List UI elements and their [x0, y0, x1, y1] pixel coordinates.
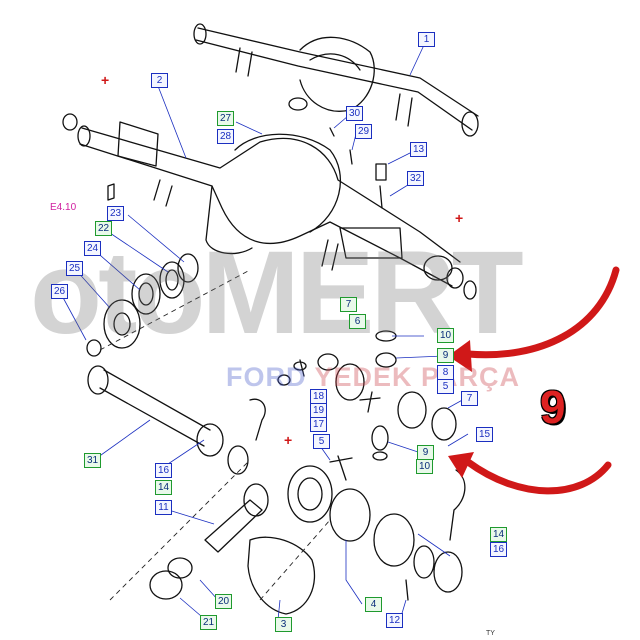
watermark-sub-suffix: YEDEK PARÇA [314, 362, 521, 392]
part-callout: 18 [310, 389, 328, 404]
part-callout: 23 [107, 206, 125, 221]
part-callout: 26 [51, 284, 69, 299]
part-callout: 11 [155, 500, 172, 515]
part-callout: 2 [151, 73, 168, 88]
main-axle-housing [77, 121, 464, 289]
part-callout: 16 [155, 463, 173, 478]
watermark-sub: FORD YEDEK PARÇA [226, 362, 520, 393]
pinion-and-ring-gear [149, 465, 333, 615]
plus-marker: + [101, 72, 110, 88]
part-callout: 20 [215, 594, 233, 609]
part-callout: 13 [410, 142, 428, 157]
reference-label: E4.10 [50, 202, 77, 213]
part-callout: 5 [313, 434, 330, 449]
red-arrows [448, 266, 620, 495]
part-callout: 16 [490, 542, 508, 557]
upper-axle-housing [193, 23, 479, 137]
part-callout: 27 [217, 111, 235, 126]
watermark-sub-prefix: FORD [226, 362, 307, 392]
part-callout: 5 [437, 379, 454, 394]
drive-shaft [87, 365, 249, 475]
part-callout: 9 [437, 348, 454, 363]
part-callout: 17 [310, 417, 328, 432]
differential-carrier [329, 455, 463, 593]
fasteners [107, 127, 409, 601]
part-callout: 8 [437, 365, 454, 380]
part-callout: 19 [310, 403, 328, 418]
part-callout: 3 [275, 617, 292, 632]
part-callout: 6 [349, 314, 366, 329]
part-callout: 10 [437, 328, 455, 343]
part-callout: 4 [365, 597, 382, 612]
part-callout: 28 [217, 129, 235, 144]
trademark-mark: TY [486, 630, 495, 637]
part-callout: 29 [355, 124, 373, 139]
differential-spider-gears [317, 330, 457, 461]
part-callout: 14 [490, 527, 508, 542]
part-callout: 10 [416, 459, 434, 474]
part-callout: 15 [476, 427, 494, 442]
part-callout: 25 [66, 261, 84, 276]
left-hub-bearing-stack [62, 113, 477, 357]
plus-marker: + [284, 432, 293, 448]
plus-marker: + [455, 210, 464, 226]
part-callout: 12 [386, 613, 404, 628]
part-callout: 30 [346, 106, 364, 121]
part-callout: 31 [84, 453, 102, 468]
part-callout: 21 [200, 615, 218, 630]
part-callout: 7 [461, 391, 478, 406]
part-callout: 9 [417, 445, 434, 460]
part-callout: 22 [95, 221, 113, 236]
highlight-number: 9 [540, 381, 566, 433]
part-callout: 7 [340, 297, 357, 312]
part-callout: 32 [407, 171, 425, 186]
part-callout: 1 [418, 32, 435, 47]
part-callout: 14 [155, 480, 173, 495]
part-callout: 24 [84, 241, 102, 256]
